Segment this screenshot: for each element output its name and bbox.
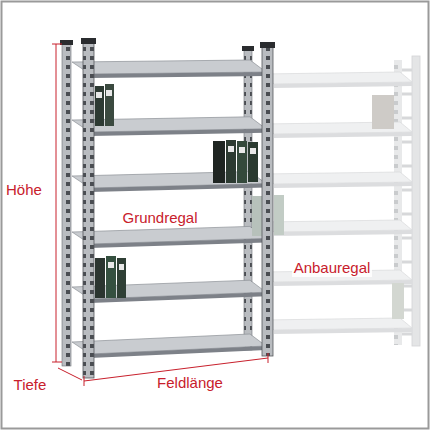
shelf-board bbox=[262, 318, 412, 330]
shelf-lip bbox=[90, 238, 266, 248]
shelf-lip bbox=[274, 132, 412, 138]
binders bbox=[95, 84, 284, 298]
shelf-lip bbox=[274, 328, 412, 334]
frame-rung bbox=[402, 117, 412, 120]
shelf-lip bbox=[274, 82, 412, 88]
frame-rung bbox=[402, 69, 412, 72]
shelf-lip bbox=[90, 129, 266, 136]
shelf-lip bbox=[274, 280, 412, 286]
base-shelf-label: Grundregal bbox=[120, 209, 199, 227]
frame-rung bbox=[402, 213, 412, 216]
frame-rung bbox=[402, 237, 412, 240]
frame-rung bbox=[402, 141, 412, 144]
frame-rung bbox=[402, 261, 412, 264]
dimension-lines bbox=[52, 44, 268, 386]
shelf-board bbox=[262, 172, 412, 184]
shelf-lip bbox=[90, 292, 266, 303]
shelf-lip bbox=[90, 72, 266, 78]
frame-rung bbox=[402, 333, 412, 336]
add-on-shelf bbox=[262, 56, 420, 346]
frame-rung bbox=[402, 165, 412, 168]
length-label: Feldlänge bbox=[155, 374, 225, 392]
shelf-lip bbox=[90, 346, 266, 358]
shelf-lip bbox=[90, 184, 266, 192]
height-label: Höhe bbox=[4, 181, 44, 199]
depth-label: Tiefe bbox=[12, 376, 49, 394]
shelf-board bbox=[262, 220, 412, 232]
frame-rung bbox=[402, 189, 412, 192]
shelf-boards bbox=[72, 60, 266, 358]
shelf-lip bbox=[274, 230, 412, 236]
shelf-board bbox=[72, 60, 266, 74]
shelf-lip bbox=[274, 182, 412, 188]
frame-rung bbox=[402, 93, 412, 96]
add-on-shelf-label: Anbauregal bbox=[292, 259, 373, 277]
shelf-board bbox=[262, 72, 412, 84]
